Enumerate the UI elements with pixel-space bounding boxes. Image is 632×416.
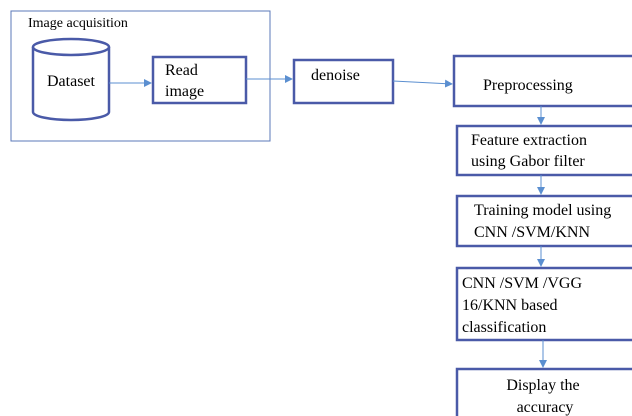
preprocessing-label: Preprocessing (483, 77, 573, 94)
classification-box (455, 266, 632, 342)
display-accuracy-label: Display the accuracy (506, 377, 583, 416)
display-accuracy-line-1: Display the (506, 377, 579, 394)
classification-line-2: 16/KNN based (462, 297, 558, 314)
read-image-box (151, 55, 248, 105)
training-model-line-1: Training model using (474, 202, 611, 219)
dataset-cylinder-top (31, 37, 111, 57)
training-model-line-2: CNN /SVM/KNN (474, 224, 590, 241)
training-model-label: Training model using CNN /SVM/KNN (474, 202, 615, 241)
feature-extraction-line-1: Feature extraction (471, 132, 587, 149)
classification-line-1: CNN /SVM /VGG (462, 275, 582, 292)
dataset-cylinder-body (31, 47, 111, 122)
classification-line-3: classification (462, 319, 546, 336)
display-accuracy-box (455, 367, 632, 416)
feature-extraction-box (455, 124, 632, 177)
arrow-denoise-to-preprocessing (392, 79, 453, 88)
feature-extraction-line-2: using Gabor filter (471, 153, 585, 170)
training-model-box (455, 194, 632, 248)
read-image-label: Read image (165, 62, 204, 100)
classification-label: CNN /SVM /VGG 16/KNN based classificatio… (462, 275, 586, 336)
read-image-line-1: Read (165, 62, 198, 79)
preprocessing-box (452, 54, 632, 108)
image-acquisition-label: Image acquisition (28, 16, 128, 31)
display-accuracy-line-2: accuracy (517, 399, 574, 416)
dataset-cylinder: Dataset (31, 37, 111, 122)
feature-extraction-label: Feature extraction using Gabor filter (471, 132, 591, 170)
image-acquisition-group (10, 10, 271, 142)
read-image-line-2: image (165, 83, 204, 100)
denoise-box (292, 58, 395, 105)
dataset-label: Dataset (47, 73, 96, 90)
denoise-label: denoise (311, 67, 360, 84)
